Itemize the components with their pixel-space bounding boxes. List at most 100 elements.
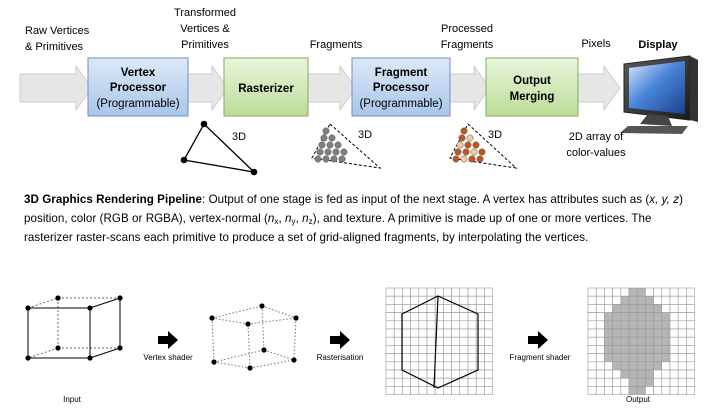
grid-cell (669, 328, 679, 338)
fragment-dot (314, 155, 322, 163)
grid-cell (653, 353, 663, 363)
grid-cell (467, 328, 477, 338)
caption-sep-1: , (278, 212, 286, 225)
grid-cell (385, 287, 395, 297)
label-rasterisation: Rasterisation (317, 353, 364, 362)
grid-cell (587, 386, 597, 395)
label-transformed-line-1: Transformed (174, 7, 236, 19)
caption-xyz: x, y, z (649, 193, 680, 206)
grid-cell (653, 377, 663, 387)
fragment-dot (318, 141, 326, 149)
arrow-vertex-to-rasterizer (187, 64, 229, 112)
grid-cell (418, 353, 428, 363)
grid-cell (686, 336, 695, 346)
fragment-dot (470, 148, 478, 156)
grid-cell (653, 336, 663, 346)
label-raw-line-2: & Primitives (25, 41, 84, 53)
grid-cell (459, 353, 469, 363)
fragment-dot (340, 148, 348, 156)
fragment-dot (322, 155, 330, 163)
grid-cell (661, 304, 671, 313)
grid-cell (402, 328, 411, 338)
arrow-vertex-shader (158, 331, 178, 349)
grid-cell (677, 369, 687, 379)
grid-cell (620, 369, 630, 379)
grid-cell (443, 361, 452, 371)
grid-cell (451, 336, 461, 346)
grid-cell (661, 312, 671, 322)
grid-cell (393, 336, 403, 346)
fragment-dot (320, 134, 328, 142)
grid-cell (620, 320, 630, 330)
grid-cell (661, 386, 671, 395)
fragment-dot (338, 155, 346, 163)
grid-cell (686, 369, 695, 379)
array-annotation: 2D array of color-values (566, 131, 626, 159)
vertices-triangle: 3D (180, 120, 258, 176)
grid-cell (636, 361, 646, 371)
grid-cell (393, 345, 403, 354)
stage-vertex-line-1: Vertex (121, 67, 156, 79)
grid-cell (628, 353, 638, 363)
grid-cell (402, 336, 411, 346)
fragment-dot (460, 155, 468, 163)
grid-cell (418, 386, 428, 395)
grid-cell (628, 369, 638, 379)
grid-cell (595, 386, 605, 395)
grid-cell (612, 320, 622, 330)
grid-cell (661, 328, 671, 338)
transformed-cube (209, 303, 299, 371)
label-input: Input (63, 395, 82, 404)
grid-cell (484, 386, 493, 395)
grid-cell (475, 386, 485, 395)
grid-cell (467, 320, 477, 330)
grid-cell (628, 328, 638, 338)
grid-cell (443, 369, 452, 379)
grid-cell (686, 295, 695, 305)
grid-cell (475, 295, 485, 305)
stage-output-line-1: Output (513, 75, 551, 87)
label-fragments: Fragments (310, 39, 363, 51)
grid-cell (645, 320, 654, 330)
label-output: Output (626, 395, 651, 404)
grid-cell (587, 353, 597, 363)
grid-cell (385, 320, 395, 330)
grid-cell (385, 336, 395, 346)
grid-cell (459, 312, 469, 322)
grid-cell (604, 345, 613, 354)
stage-rasterizer: Rasterizer (223, 57, 309, 117)
grid-cell (636, 377, 646, 387)
grid-cell (426, 345, 436, 354)
grid-cell (620, 328, 630, 338)
grid-cell (628, 386, 638, 395)
grid-cell (620, 345, 630, 354)
grid-cell (443, 345, 452, 354)
grid-cell (661, 377, 671, 387)
grid-cell (677, 386, 687, 395)
grid-cell (484, 295, 493, 305)
grid-cell (604, 287, 613, 297)
label-3d-fragments: 3D (358, 129, 372, 141)
fragment-dot (452, 155, 460, 163)
grid-cell (410, 312, 420, 322)
grid-cell (645, 328, 654, 338)
fragments-triangle-colored: 3D (449, 123, 518, 169)
grid-cell (587, 336, 597, 346)
grid-cell (604, 353, 613, 363)
grid-cell (385, 353, 395, 363)
grid-cell (587, 287, 597, 297)
caption-text-1: : Output of one stage is fed as input of… (202, 193, 650, 206)
pipeline-caption: 3D Graphics Rendering Pipeline: Output o… (24, 190, 684, 247)
grid-cell (686, 312, 695, 322)
grid-cell (636, 312, 646, 322)
grid-cell (677, 345, 687, 354)
grid-cell (604, 386, 613, 395)
grid-cell (661, 295, 671, 305)
grid-cell (653, 369, 663, 379)
grid-cell (451, 328, 461, 338)
grid-cell (645, 369, 654, 379)
grid-cell (402, 345, 411, 354)
grid-cell (636, 328, 646, 338)
grid-cell (385, 304, 395, 313)
